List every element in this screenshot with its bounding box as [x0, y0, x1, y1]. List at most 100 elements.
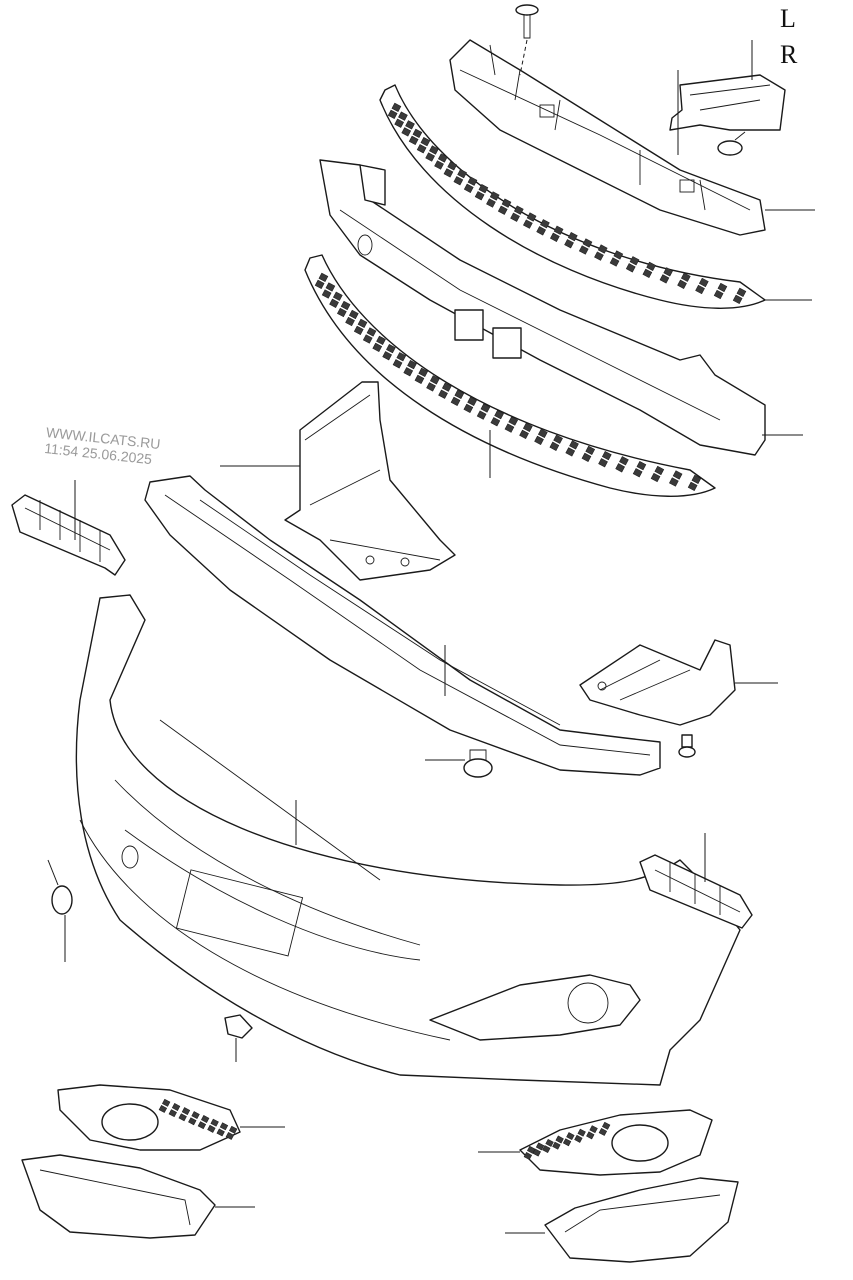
- grille-cell: [549, 441, 560, 451]
- grille-cell: [523, 1152, 533, 1160]
- grille-cell: [394, 118, 404, 128]
- grille-cell: [457, 169, 467, 179]
- right-lower-bracket[interactable]: [579, 639, 736, 726]
- grille-cell: [478, 184, 489, 194]
- energy-absorber[interactable]: [319, 159, 766, 456]
- grille-cell: [480, 403, 491, 413]
- grille-cell: [550, 232, 560, 242]
- grille-cell: [474, 191, 485, 201]
- grille-cell: [463, 183, 474, 193]
- grille-cell: [489, 191, 500, 201]
- grille-cell: [619, 456, 629, 466]
- grille-cell: [467, 176, 478, 186]
- grille-cell: [586, 1131, 595, 1140]
- grille-cell: [494, 410, 504, 420]
- grille-cell: [366, 327, 377, 337]
- grille-cell: [408, 135, 419, 146]
- grille-cell: [405, 120, 415, 130]
- grille-cell: [178, 1113, 187, 1122]
- side-retainer-left[interactable]: [11, 494, 126, 576]
- grille-cell: [564, 239, 574, 249]
- grille-cell: [463, 403, 474, 414]
- grille-cell: [429, 375, 440, 385]
- grille-cell: [321, 289, 332, 299]
- grille-cell: [438, 389, 448, 399]
- grille-cell: [171, 1103, 181, 1111]
- grille-cell: [197, 1121, 207, 1130]
- left-lower-bracket[interactable]: [284, 381, 456, 581]
- grille-cell: [691, 474, 702, 484]
- grille-cell: [552, 1141, 561, 1150]
- clip-bolt[interactable]: [717, 131, 746, 156]
- grille-cell: [601, 451, 612, 461]
- grille-cell: [332, 291, 343, 301]
- grille-cell: [582, 238, 593, 248]
- bumper-cover[interactable]: [75, 594, 741, 1086]
- upper-bracket[interactable]: [449, 39, 766, 236]
- grille-cell: [581, 452, 592, 463]
- grille-cell: [534, 435, 544, 446]
- clip-lower[interactable]: [224, 1014, 253, 1039]
- grille-cell: [486, 198, 496, 208]
- grille-cell: [219, 1122, 229, 1131]
- grille-cell: [602, 1121, 611, 1130]
- screw-top[interactable]: [515, 4, 539, 39]
- grille-cell: [447, 161, 458, 171]
- grille-cell: [523, 219, 533, 229]
- grille-cell: [490, 417, 501, 427]
- grille-cell: [677, 279, 687, 289]
- grille-cell: [732, 294, 743, 305]
- grille-cell: [629, 256, 640, 266]
- grille-cell: [625, 263, 636, 273]
- fog-grille-left[interactable]: [57, 1084, 241, 1151]
- fog-cover-left[interactable]: [21, 1154, 216, 1239]
- grille-cell: [577, 1128, 586, 1137]
- fog-cover-right[interactable]: [544, 1177, 739, 1263]
- grille-cell: [168, 1109, 177, 1118]
- grille-cell: [569, 440, 579, 450]
- grille-cell: [537, 428, 548, 438]
- grille-cell: [536, 226, 546, 236]
- grille-cell: [414, 374, 425, 385]
- grille-cell: [191, 1111, 200, 1120]
- grille-cell: [555, 1135, 564, 1144]
- fog-grille-right[interactable]: [519, 1109, 713, 1176]
- grille-cell: [353, 325, 364, 336]
- bolt-right[interactable]: [678, 734, 696, 758]
- grille-cell: [513, 205, 524, 215]
- middle-grille[interactable]: [304, 254, 716, 497]
- grille-cell: [695, 284, 705, 295]
- side-bracket[interactable]: [669, 74, 786, 131]
- label-l: L: [780, 4, 796, 33]
- grille-cell: [562, 1138, 572, 1147]
- grille-cell: [412, 128, 423, 138]
- grille-cell: [396, 352, 407, 362]
- grille-cell: [340, 300, 351, 311]
- push-clip[interactable]: [463, 749, 493, 778]
- grille-cell: [382, 351, 392, 361]
- tow-hook-cap[interactable]: [51, 885, 73, 915]
- grille-cell: [345, 316, 355, 327]
- grille-cell: [476, 410, 487, 420]
- grille-cell: [522, 422, 533, 432]
- grille-cell: [736, 287, 747, 297]
- grille-cell: [434, 160, 444, 170]
- grille-cell: [207, 1124, 216, 1133]
- grille-cell: [609, 257, 620, 267]
- bumper-beam[interactable]: [144, 475, 661, 776]
- grille-cell: [229, 1125, 238, 1134]
- grille-cell: [420, 137, 431, 147]
- grille-cell: [526, 212, 537, 222]
- grille-cell: [598, 458, 608, 468]
- grille-cell: [585, 445, 596, 455]
- grille-cell: [527, 1145, 536, 1154]
- side-retainer-right[interactable]: [639, 854, 753, 929]
- grille-cell: [615, 463, 625, 473]
- grille-cell: [453, 176, 464, 186]
- grille-cell: [387, 109, 398, 120]
- grille-cell: [574, 1134, 583, 1143]
- grille-cell: [672, 470, 683, 480]
- grille-cell: [589, 1125, 598, 1134]
- grille-cell: [613, 250, 624, 260]
- upper-grille[interactable]: [379, 84, 766, 309]
